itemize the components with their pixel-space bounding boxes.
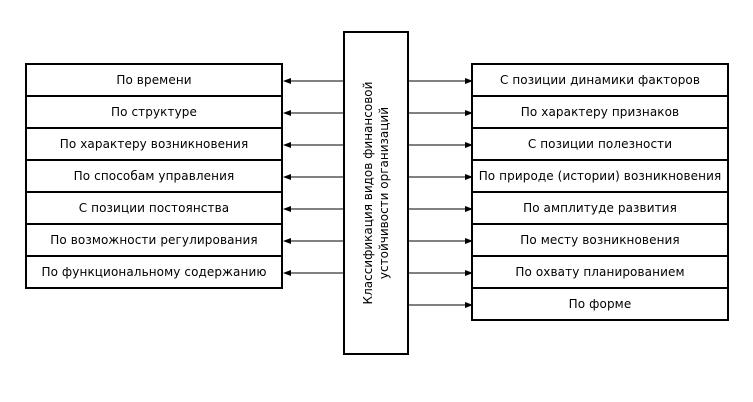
right-box-label: По амплитуде развития	[523, 201, 677, 215]
right-box-label: По характеру признаков	[520, 105, 680, 119]
right-box-usefulness: С позиции полезности	[473, 129, 727, 161]
left-box-permanence: С позиции постоянства	[27, 193, 281, 225]
right-box-planning-coverage: По охвату планированием	[473, 257, 727, 289]
right-box-label: С позиции динамики факторов	[499, 73, 701, 87]
left-classification-column: По времени По структуре По характеру воз…	[25, 63, 283, 289]
left-box-origin-character: По характеру возникновения	[27, 129, 281, 161]
right-box-label: По охвату планированием	[515, 265, 685, 279]
left-box-management-methods: По способам управления	[27, 161, 281, 193]
right-box-label: По месту возникновения	[520, 233, 680, 247]
left-box-time: По времени	[27, 65, 281, 97]
left-box-label: По структуре	[110, 105, 198, 119]
right-box-amplitude: По амплитуде развития	[473, 193, 727, 225]
right-box-place-origin: По месту возникновения	[473, 225, 727, 257]
central-classification-box: Классификация видов финансовой устойчиво…	[343, 31, 409, 355]
right-box-label: С позиции полезности	[527, 137, 673, 151]
right-box-factor-dynamics: С позиции динамики факторов	[473, 65, 727, 97]
left-box-label: По функциональному содержанию	[41, 265, 267, 279]
left-box-label: По времени	[116, 73, 192, 87]
left-box-structure: По структуре	[27, 97, 281, 129]
left-box-label: С позиции постоянства	[78, 201, 230, 215]
right-box-label: По природе (истории) возникновения	[478, 169, 722, 183]
right-box-attribute-character: По характеру признаков	[473, 97, 727, 129]
left-box-regulation: По возможности регулирования	[27, 225, 281, 257]
left-box-label: По способам управления	[73, 169, 235, 183]
right-box-form: По форме	[473, 289, 727, 321]
left-box-label: По характеру возникновения	[59, 137, 249, 151]
central-title-line-2: устойчивости организаций	[377, 106, 391, 280]
central-title-line-1: Классификация видов финансовой	[361, 81, 375, 305]
left-box-label: По возможности регулирования	[50, 233, 258, 247]
right-classification-column: С позиции динамики факторов По характеру…	[471, 63, 729, 321]
right-box-label: По форме	[568, 297, 632, 311]
left-box-functional-content: По функциональному содержанию	[27, 257, 281, 289]
central-title: Классификация видов финансовой устойчиво…	[360, 43, 392, 343]
right-box-nature-origin: По природе (истории) возникновения	[473, 161, 727, 193]
